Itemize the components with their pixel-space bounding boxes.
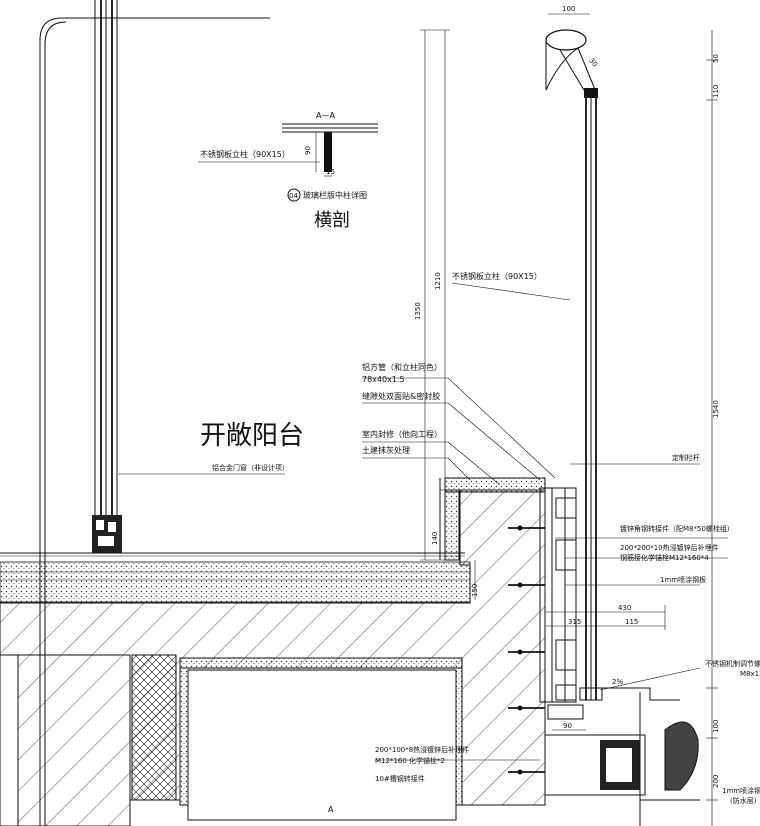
balcony-title: 开敞阳台: [200, 421, 304, 451]
dim-90-detail: 90: [304, 146, 312, 155]
label-embed-plate: 200*200*10热浸镀锌后补埋件: [620, 543, 719, 552]
leader-lines: [118, 161, 728, 761]
label-channel: 10#槽钢转接件: [375, 774, 425, 783]
dim-115: 115: [625, 618, 638, 626]
label-plaster: 土建抹灰处理: [362, 445, 410, 455]
dim-110: 110: [712, 85, 720, 98]
handrail-cap: [545, 29, 597, 93]
label-adjust-bolt: 不锈钢机制调节螺丝: [705, 659, 760, 668]
dim-200-right: 200: [712, 775, 720, 788]
label-spray-plate: 1mm喷涂钢板: [660, 575, 706, 584]
label-spray-plate2: 1mm喷涂钢: [722, 786, 760, 795]
label-window: 铝合金门窗（非设计项）: [212, 463, 289, 472]
dim-1210: 1210: [434, 272, 442, 290]
label-post-main: 不锈钢板立柱（90X15）: [452, 271, 542, 281]
insulation-block: [131, 654, 177, 801]
dim-slope: 2%: [612, 678, 623, 686]
label-alum-tube: 铝方管（和立柱同色）: [362, 362, 442, 372]
dim-100-top: 100: [562, 5, 575, 13]
label-fire: (防水层): [730, 796, 757, 805]
label-anchor-bolt: 钢筋接化学锚栓M12*160*4: [620, 553, 709, 562]
dim-150: 150: [471, 584, 479, 597]
dim-430: 430: [618, 604, 631, 612]
label-interior-finish: 室内封修（他向工程）: [362, 429, 442, 439]
section-title: A—A: [316, 111, 335, 120]
label-embed-plate2: 200*100*8热浸镀锌后补埋件: [375, 745, 469, 754]
label-anchor-bolt2: M12*160 化学锚栓*2: [375, 756, 445, 765]
dim-1540: 1540: [712, 400, 720, 418]
detail-label: 玻璃栏版中柱详图: [303, 190, 367, 200]
door-window-frame: [92, 0, 122, 553]
dim-100-right: 100: [712, 720, 720, 733]
label-joint-seal: 缝隙处双面贴&密封胶: [362, 391, 440, 401]
cross-section-caption: 横剖: [314, 210, 350, 231]
label-section-mark: A: [328, 805, 334, 814]
label-custom-rail: 定制栏杆: [672, 453, 700, 462]
right-dimension-chain: [706, 30, 718, 826]
steel-bracket-assembly: [539, 487, 584, 720]
mid-dimension-lines: [420, 29, 476, 600]
bottom-dimension-lines: [544, 13, 666, 731]
post-cross-section-detail: [282, 123, 378, 202]
dim-50: 50: [712, 54, 720, 63]
label-adjust-bolt-size: M8x15: [740, 670, 760, 678]
detail-number: 04: [289, 192, 298, 200]
dim-140: 140: [431, 532, 439, 545]
building-wall-outline: [39, 17, 270, 826]
label-alum-tube-size: 78x40x1.5: [362, 375, 405, 384]
dim-1350: 1350: [414, 302, 422, 320]
anchor-bolts: [508, 525, 545, 775]
channel-bracket: [544, 734, 646, 796]
dim-30-handrail: 30: [587, 57, 599, 69]
label-post-detail: 不锈钢板立柱（90X15）: [200, 149, 290, 159]
glass-railing-post: [579, 88, 603, 701]
dim-15-detail: 15: [326, 168, 335, 176]
edge-flashing: [600, 687, 700, 826]
interior-opening: [179, 657, 463, 821]
dim-315: 315: [568, 618, 581, 626]
label-galv-connector: 镀锌角钢转接件（配M8*50螺栓组）: [620, 524, 734, 533]
floor-screed-layer: [0, 561, 471, 603]
dim-90-bottom: 90: [563, 722, 572, 730]
